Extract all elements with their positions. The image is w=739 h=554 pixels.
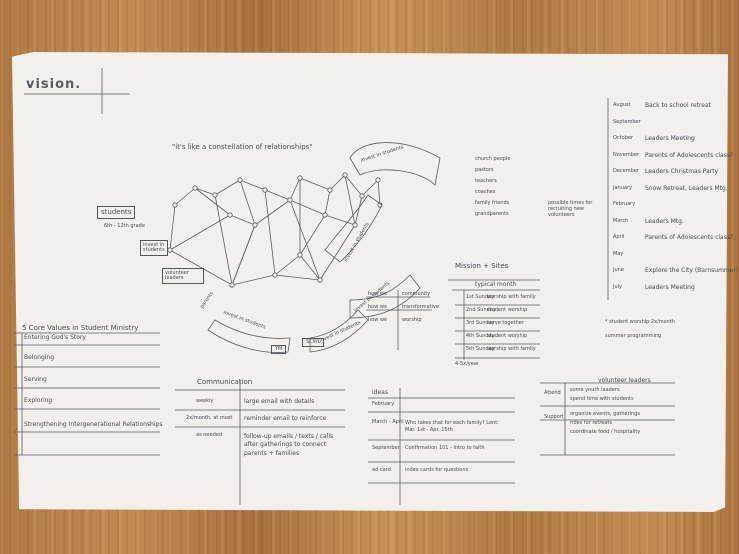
relation-item: coaches	[475, 189, 496, 195]
ideas-what: Confirmation 101 - intro to faith	[405, 445, 485, 451]
core-value-item: Exploring	[24, 397, 53, 404]
core-value-item: Strengthening Intergenerational Relation…	[24, 421, 163, 428]
ideas-title: ideas	[372, 389, 388, 396]
calendar-event: Explore the City (Barnsummer)	[645, 267, 739, 274]
comm-when: 2x/month, at most	[186, 415, 233, 421]
mission-title: Mission + Sites	[455, 262, 509, 270]
involve-what: transformative	[402, 304, 439, 310]
calendar-event: Leaders Meeting	[645, 283, 695, 291]
volunteer-label: Attend	[544, 390, 561, 396]
involve-who: how we	[368, 317, 388, 323]
core-value-item: Belonging	[24, 354, 55, 361]
mission-activity: worship with family	[487, 346, 536, 352]
volunteer-note: coordinate food / hospitality	[570, 429, 641, 435]
involve-who: how we	[368, 291, 388, 297]
ideas-what: index cards for questions	[405, 467, 469, 473]
mission-week: 4th Sunday	[466, 333, 495, 339]
mission-activity: student worship	[487, 307, 528, 313]
comm-what: large email with details	[244, 398, 315, 405]
calendar-note-1: * student worship 2x/month	[605, 319, 675, 325]
comm-what: follow-up emails / texts / calls after g…	[244, 433, 334, 457]
comm-when: weekly	[196, 398, 214, 404]
students-box: students	[97, 206, 136, 219]
involve-what: worship	[402, 317, 422, 323]
relation-item: pastors	[475, 167, 494, 173]
calendar-month: March	[613, 217, 629, 224]
volunteer-note: spend time with students	[570, 396, 634, 402]
calendar-month: April	[613, 234, 625, 240]
calendar-month: August	[613, 102, 631, 108]
volunteer-label: Support	[544, 414, 564, 420]
volunteer-box: volunteer leaders	[162, 268, 204, 284]
calendar-month: September	[613, 118, 641, 125]
involve-what: community	[402, 291, 431, 297]
volunteer-title: volunteer leaders	[598, 377, 651, 384]
comm-what: reminder email to reinforce	[244, 415, 327, 422]
calendar-note-2: summer programming	[605, 333, 662, 339]
communication-title: Communication	[197, 378, 253, 386]
calendar-month: February	[613, 201, 636, 207]
mission-subtitle: typical month	[475, 281, 517, 288]
center-quote: "it's like a constellation of relationsh…	[172, 143, 313, 151]
volunteer-note: some youth leaders	[570, 387, 620, 393]
ideas-when: February	[372, 401, 395, 407]
mission-activity: serve together	[487, 320, 524, 326]
relation-item: teachers	[475, 178, 497, 184]
recruiting-note: possible times for recruiting new volunt…	[548, 200, 593, 218]
core-value-item: Serving	[24, 376, 47, 383]
vision-logo: vision.	[26, 77, 82, 92]
mission-week: 2nd Sunday	[466, 307, 496, 313]
mission-activity: worship with family	[487, 294, 536, 300]
mission-week: 3rd Sunday	[466, 320, 495, 326]
calendar-month: May	[613, 250, 624, 257]
calendar-month: November	[613, 151, 640, 158]
calendar-month: December	[613, 168, 639, 174]
volunteer-note: rides for retreats	[570, 420, 612, 426]
calendar-event: Leaders Meeting	[645, 135, 695, 142]
ideas-when: March - April	[372, 419, 404, 425]
calendar-event: Back to school retreat	[645, 102, 711, 109]
mission-footnote: 4-5x/year	[455, 361, 479, 367]
calendar-month: January	[613, 184, 632, 191]
relation-item: church people	[475, 156, 511, 162]
comm-when: as needed	[196, 432, 223, 438]
calendar-event: Parents of Adolescents class?	[645, 151, 734, 159]
calendar-month: June	[613, 267, 624, 273]
mission-week: 5th Sunday	[466, 346, 495, 352]
mission-week: 1st Sunday	[466, 294, 495, 300]
core-value-item: Entering God's Story	[24, 334, 86, 341]
relation-item: family friends	[475, 200, 510, 206]
box-scwl: SCWL	[302, 338, 325, 347]
mission-activity: student worship	[487, 333, 528, 339]
relation-item: grandparents	[475, 211, 509, 217]
volunteer-note: organize events, gatherings	[570, 411, 640, 417]
calendar-event: Snow Retreat, Leaders Mtg.	[645, 184, 728, 192]
ideas-when: ad card	[372, 467, 391, 473]
ideas-what: Who takes that for each family? Lent: Ma…	[405, 420, 499, 433]
box-ym: YM	[271, 345, 287, 354]
grades-label: 6th - 12th grade	[104, 223, 145, 229]
ideas-when: September	[372, 445, 400, 451]
calendar-event: Leaders Mtg.	[645, 217, 684, 225]
calendar-event: Leaders Christmas Party	[645, 168, 719, 175]
calendar-event: Parents of Adolescents class?	[645, 234, 734, 241]
paper-sheet	[12, 52, 728, 512]
core-values-title: 5 Core Values in Student Ministry	[22, 324, 139, 332]
invest-left-label: invest in students	[140, 240, 168, 256]
calendar-month: October	[613, 135, 634, 141]
involve-who: how we	[368, 304, 388, 310]
calendar-month: July	[613, 283, 622, 290]
